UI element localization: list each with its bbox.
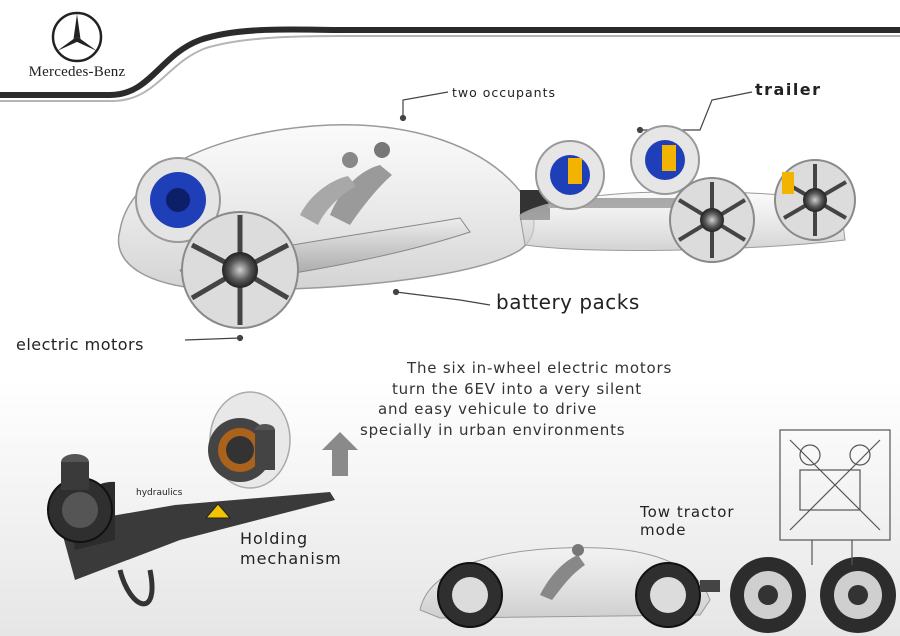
tow-tractor-illustration (419, 429, 896, 633)
label-hydraulics: hydraulics (136, 488, 183, 498)
up-arrow-icon (322, 432, 358, 476)
label-tow-tractor-mode: Tow tractor mode (640, 503, 735, 539)
header-swoosh (0, 26, 900, 102)
description-line-3: and easy vehicule to drive (378, 400, 598, 418)
label-tow-line1: Tow tractor (640, 503, 735, 521)
label-holding-mechanism: Holding mechanism (240, 529, 342, 569)
trailer-wheel-3 (669, 177, 755, 263)
mercedes-star-icon (51, 11, 103, 63)
trailer-wheel-1 (535, 140, 605, 210)
brand-logo: Mercedes-Benz (22, 10, 132, 81)
brand-name: Mercedes-Benz (28, 64, 126, 80)
front-wheel-blue (135, 157, 221, 243)
description-line-2: turn the 6EV into a very silent (392, 379, 642, 398)
description-line-1: The six in-wheel electric motors (407, 359, 673, 377)
trailer-wheel-4 (774, 159, 856, 241)
description-line-4: specially in urban environments (360, 420, 626, 439)
label-holding-line1: Holding (240, 529, 309, 548)
description-text: The six in-wheel electric motors turn th… (352, 358, 732, 440)
label-electric-motors: electric motors (16, 335, 144, 354)
front-wheel-fan (181, 211, 299, 329)
label-battery-packs: battery packs (496, 290, 640, 314)
trailer-wheel-2 (630, 125, 700, 195)
holding-mechanism (47, 391, 335, 607)
label-holding-line2: mechanism (240, 549, 342, 568)
label-tow-line2: mode (640, 521, 687, 539)
label-two-occupants: two occupants (452, 85, 556, 100)
label-trailer: trailer (755, 80, 822, 99)
